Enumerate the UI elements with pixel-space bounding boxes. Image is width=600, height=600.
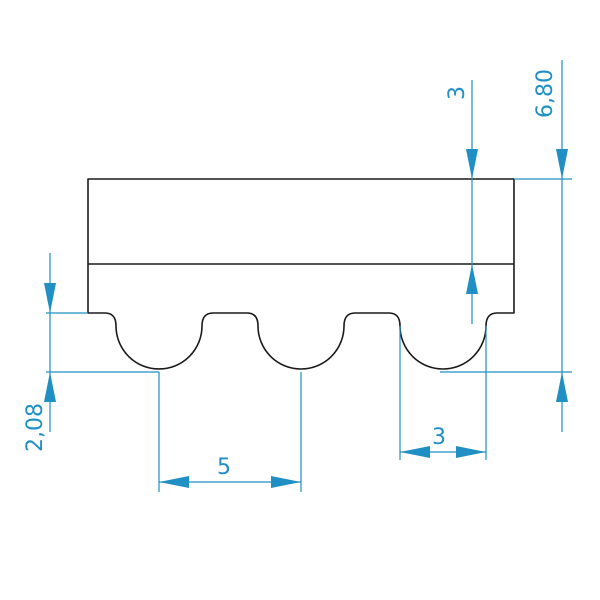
arrow-tooth-width-right bbox=[456, 446, 486, 458]
arrow-pitch-right bbox=[271, 476, 301, 488]
label-tooth-width: 3 bbox=[432, 425, 446, 450]
arrow-pitch-left bbox=[159, 476, 189, 488]
arrow-total-height-bottom bbox=[556, 372, 568, 402]
arrow-tooth-width-left bbox=[400, 446, 430, 458]
label-total-height: 6,80 bbox=[533, 69, 558, 118]
dimension-tooth-height: 2,08 bbox=[23, 253, 159, 452]
arrow-back-thickness-top bbox=[466, 149, 478, 179]
arrow-tooth-height-top bbox=[44, 283, 56, 313]
arrow-total-height-top bbox=[556, 149, 568, 179]
label-tooth-height: 2,08 bbox=[23, 403, 48, 452]
label-pitch: 5 bbox=[217, 455, 231, 480]
arrow-back-thickness-bottom bbox=[466, 264, 478, 294]
belt-profile bbox=[87, 178, 515, 370]
dimension-total-height: 6,80 bbox=[440, 60, 572, 432]
dimension-back-thickness: 3 bbox=[445, 80, 478, 324]
dimension-tooth-width: 3 bbox=[399, 326, 487, 460]
dimension-pitch: 5 bbox=[158, 372, 302, 492]
label-back-thickness: 3 bbox=[445, 86, 470, 100]
belt-outline bbox=[87, 178, 515, 370]
arrow-tooth-height-bottom bbox=[44, 372, 56, 402]
